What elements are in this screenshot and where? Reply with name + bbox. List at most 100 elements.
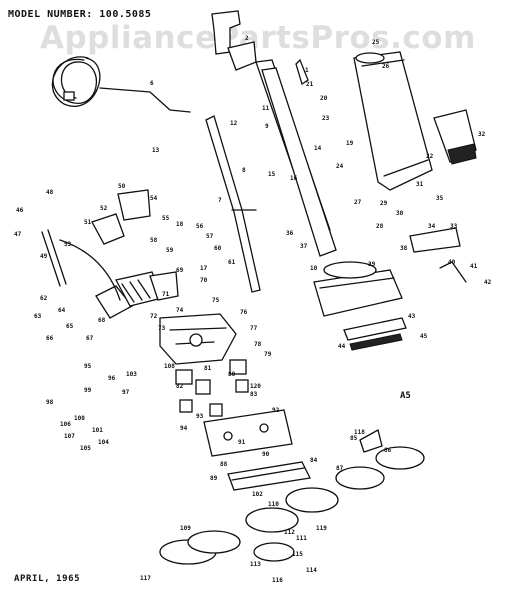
callout-label: 54 <box>150 195 158 202</box>
callout-label: 91 <box>238 439 246 446</box>
callout-label: 63 <box>34 313 42 320</box>
callout-label: 32 <box>478 131 486 138</box>
callout-label: 111 <box>296 535 307 542</box>
section-code: A5 <box>400 391 411 401</box>
callout-label: 52 <box>100 205 108 212</box>
callout-label: 78 <box>254 341 262 348</box>
callout-label: 55 <box>162 215 170 222</box>
callout-label: 98 <box>46 399 54 406</box>
callout-label: 93 <box>196 413 204 420</box>
callout-label: 108 <box>164 363 175 370</box>
callout-label: 23 <box>322 115 330 122</box>
callout-label: 114 <box>306 567 317 574</box>
callout-label: 6 <box>150 80 154 87</box>
callout-label: 37 <box>300 243 308 250</box>
callout-label: 16 <box>290 175 298 182</box>
callout-label: 10 <box>310 265 318 272</box>
callout-label: 35 <box>436 195 444 202</box>
callout-label: 53 <box>64 241 72 248</box>
callout-label: 102 <box>252 491 263 498</box>
callout-label: 96 <box>108 375 116 382</box>
callout-label: 42 <box>484 279 492 286</box>
callout-label: 40 <box>448 259 456 266</box>
callout-label: 28 <box>376 223 384 230</box>
callout-label: 66 <box>46 335 54 342</box>
motor-housing <box>159 313 237 365</box>
callout-label: 95 <box>84 363 92 370</box>
center-small-parts <box>175 359 249 417</box>
callout-label: 26 <box>382 63 390 70</box>
callout-label: 117 <box>140 575 151 582</box>
callout-label: 94 <box>180 425 188 432</box>
callout-label: 47 <box>14 231 22 238</box>
callout-label: 67 <box>86 335 94 342</box>
callout-label: 106 <box>60 421 71 428</box>
callout-label: 34 <box>428 223 436 230</box>
callout-label: 58 <box>150 237 158 244</box>
callout-label: 38 <box>400 245 408 252</box>
callout-label: 84 <box>310 457 318 464</box>
callout-label: 36 <box>286 230 294 237</box>
callout-label: 64 <box>58 307 66 314</box>
callout-label: 90 <box>262 451 270 458</box>
callout-label: 57 <box>206 233 214 240</box>
callout-label: 13 <box>152 147 160 154</box>
callout-label: 7 <box>218 197 222 204</box>
callout-label: 68 <box>98 317 106 324</box>
callout-label: 56 <box>196 223 204 230</box>
callout-label: 11 <box>262 105 270 112</box>
callout-label: 14 <box>314 145 322 152</box>
callout-label: 82 <box>176 383 184 390</box>
callout-label: 116 <box>272 577 283 584</box>
handle-tube <box>205 67 337 293</box>
callout-label: 17 <box>200 265 208 272</box>
callout-label: 120 <box>250 383 261 390</box>
callout-label: 73 <box>158 325 166 332</box>
callout-label: 104 <box>98 439 109 446</box>
callout-label: 74 <box>176 307 184 314</box>
callout-label: 62 <box>40 295 48 302</box>
callout-label: 101 <box>92 427 103 434</box>
callout-label: 83 <box>250 391 258 398</box>
callout-label: 109 <box>180 525 191 532</box>
callout-label: 110 <box>268 501 279 508</box>
callout-label: 89 <box>210 475 218 482</box>
callout-label: 113 <box>250 561 261 568</box>
callout-label: 18 <box>176 221 184 228</box>
callout-label: 41 <box>470 263 478 270</box>
callout-label: 15 <box>268 171 276 178</box>
callout-label: 48 <box>46 189 54 196</box>
bottom-plate <box>203 409 311 491</box>
callout-label: 24 <box>336 163 344 170</box>
watermark: AppliancePartsPros.com <box>40 20 476 56</box>
callout-label: 44 <box>338 343 346 350</box>
callout-label: 76 <box>240 309 248 316</box>
callout-label: 29 <box>380 200 388 207</box>
callout-label: 30 <box>396 210 404 217</box>
model-number-label: MODEL NUMBER: 100.5085 <box>8 9 152 20</box>
callout-label: 2 <box>245 35 249 42</box>
callout-label: 31 <box>416 181 424 188</box>
callout-label: 105 <box>80 445 91 452</box>
callout-label: 1 <box>305 67 309 74</box>
callout-label: 22 <box>426 153 434 160</box>
callout-label: 8 <box>242 167 246 174</box>
callout-label: 12 <box>230 120 238 127</box>
cord-wrap <box>41 189 151 301</box>
callout-label: 92 <box>272 407 280 414</box>
callout-label: 119 <box>316 525 327 532</box>
callout-label: 103 <box>126 371 137 378</box>
callout-label: 79 <box>264 351 272 358</box>
callout-label: 99 <box>84 387 92 394</box>
callout-label: 25 <box>372 39 380 46</box>
callout-label: 87 <box>336 465 344 472</box>
dust-bag <box>353 51 477 191</box>
callout-label: 43 <box>408 313 416 320</box>
callout-label: 118 <box>354 429 365 436</box>
callout-label: 9 <box>265 123 269 130</box>
callout-label: 115 <box>292 551 303 558</box>
callout-label: 112 <box>284 529 295 536</box>
callout-label: 77 <box>250 325 258 332</box>
callout-label: 59 <box>166 247 174 254</box>
callout-label: 51 <box>84 219 92 226</box>
